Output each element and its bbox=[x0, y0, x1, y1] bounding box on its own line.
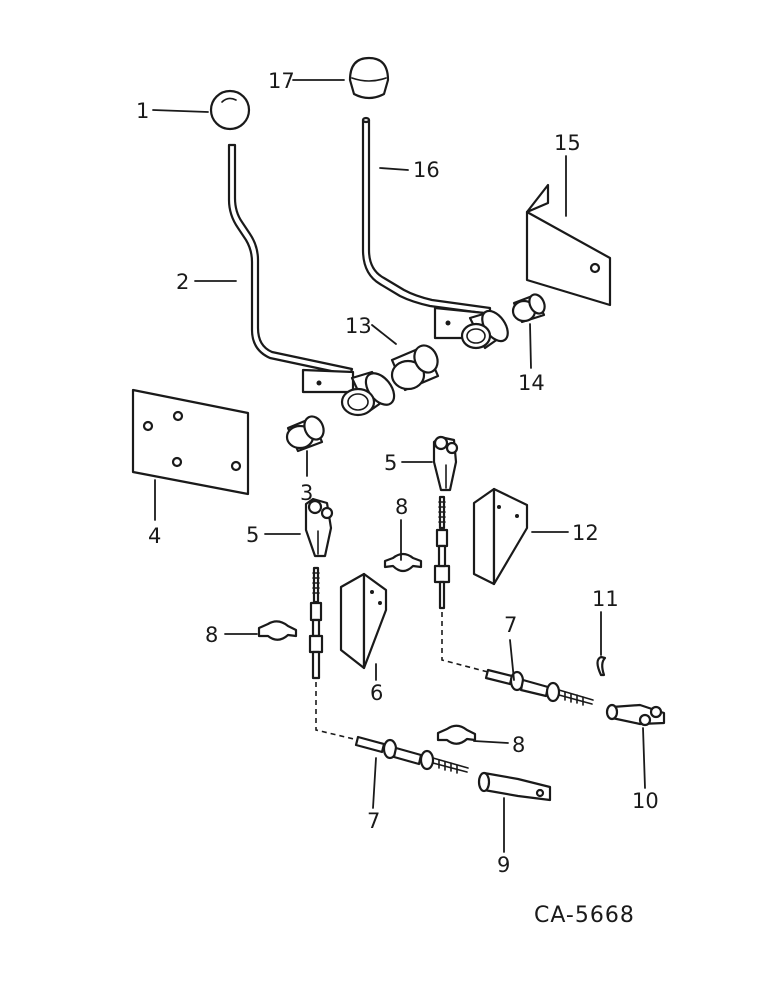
label-part-8-lower: 8 bbox=[512, 733, 525, 757]
clevis-part-5-upper bbox=[432, 435, 459, 492]
label-part-15: 15 bbox=[554, 131, 581, 155]
knob-part-17 bbox=[348, 56, 390, 100]
label-part-17: 17 bbox=[268, 69, 295, 93]
label-part-1: 1 bbox=[136, 99, 149, 123]
mounting-plate-part-4 bbox=[131, 388, 250, 496]
cable-rod-left bbox=[308, 566, 324, 680]
clamp-part-8-upper bbox=[383, 552, 423, 573]
label-part-9: 9 bbox=[497, 853, 510, 877]
label-part-8-left: 8 bbox=[205, 623, 218, 647]
clamp-part-8-lower bbox=[436, 724, 477, 745]
label-part-14: 14 bbox=[518, 371, 545, 395]
label-part-12: 12 bbox=[572, 521, 599, 545]
label-part-4: 4 bbox=[148, 524, 161, 548]
dashed-connector-upper bbox=[441, 612, 489, 673]
clevis-part-5-left bbox=[304, 497, 334, 558]
label-part-13: 13 bbox=[345, 314, 372, 338]
leader-lines bbox=[152, 79, 646, 853]
label-part-6: 6 bbox=[370, 681, 383, 705]
lever-16-bushing bbox=[460, 309, 509, 350]
clamp-part-8-left bbox=[257, 620, 298, 641]
dashed-connector-left bbox=[315, 682, 359, 741]
label-part-5-left: 5 bbox=[246, 523, 259, 547]
label-part-10: 10 bbox=[632, 789, 659, 813]
bushing-part-3 bbox=[285, 415, 325, 453]
cable-part-7-upper bbox=[484, 668, 594, 706]
diagram-code: CA-5668 bbox=[534, 903, 635, 928]
cable-rod-upper bbox=[433, 495, 451, 610]
shift-lever-part-16 bbox=[361, 116, 492, 340]
lever-bushing bbox=[340, 370, 396, 417]
label-part-7-upper: 7 bbox=[504, 613, 517, 637]
bracket-part-6 bbox=[339, 572, 388, 670]
bracket-part-15 bbox=[525, 183, 612, 307]
bracket-part-12 bbox=[472, 487, 529, 586]
label-part-3: 3 bbox=[300, 481, 313, 505]
label-part-11: 11 bbox=[592, 587, 619, 611]
shift-lever-part-2 bbox=[227, 143, 355, 394]
knob-part-1 bbox=[209, 89, 251, 131]
label-part-8-upper: 8 bbox=[395, 495, 408, 519]
clip-part-11 bbox=[596, 655, 607, 677]
cable-end-part-9 bbox=[477, 771, 552, 802]
cable-part-7-lower bbox=[354, 735, 469, 774]
label-part-5-upper: 5 bbox=[384, 451, 397, 475]
bushing-part-14 bbox=[511, 293, 546, 324]
label-part-2: 2 bbox=[176, 270, 189, 294]
label-part-16: 16 bbox=[413, 158, 440, 182]
label-part-7-lower: 7 bbox=[367, 809, 380, 833]
clevis-part-10 bbox=[605, 703, 666, 727]
bushing-part-13 bbox=[390, 344, 440, 392]
